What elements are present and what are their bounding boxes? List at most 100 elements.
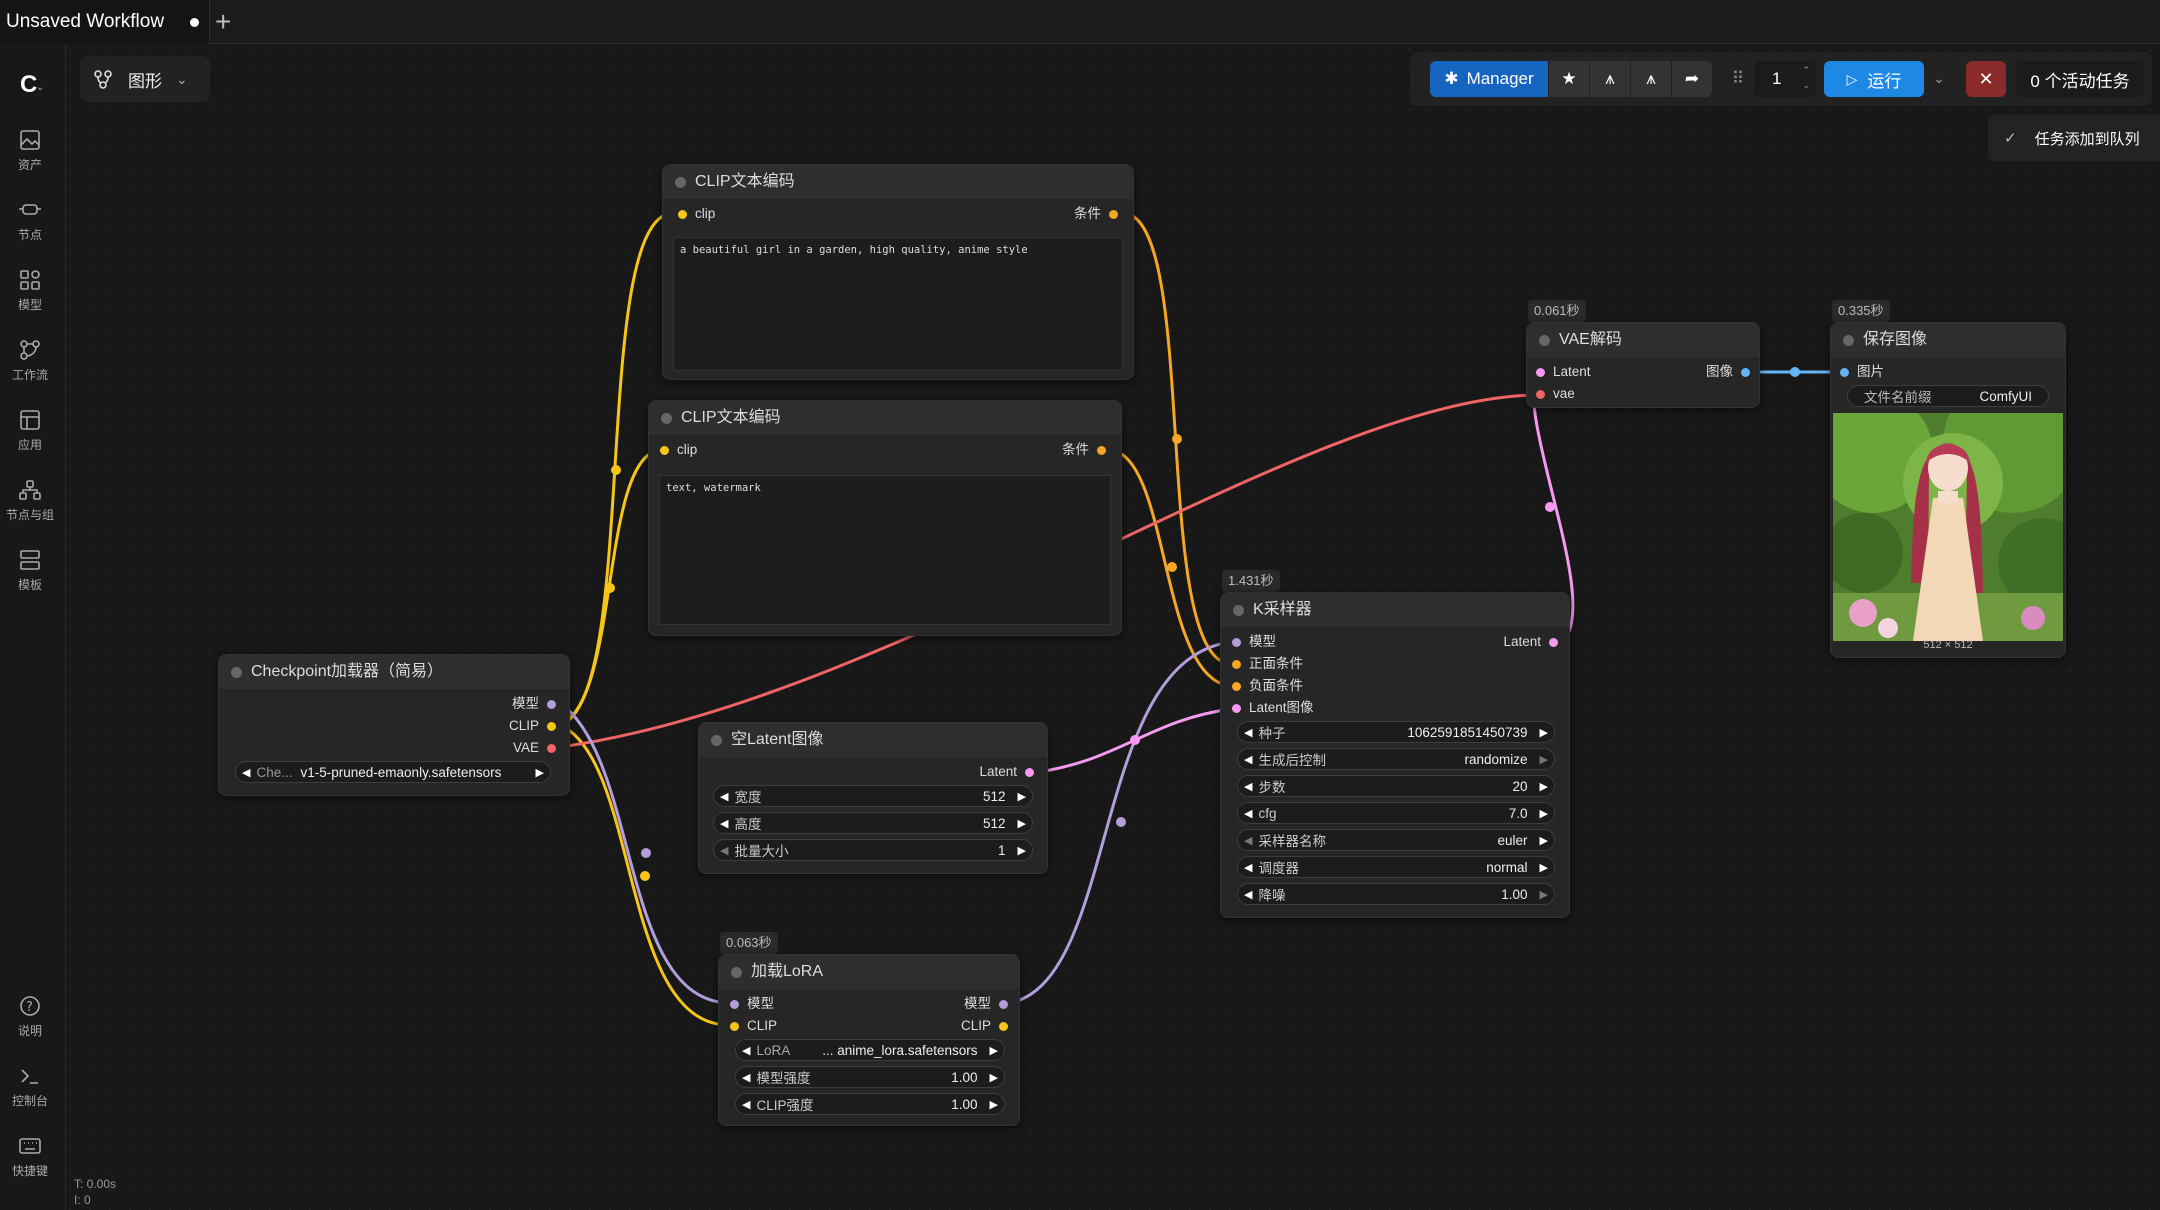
- graph-mode-button[interactable]: 图形 ⌄: [80, 56, 210, 102]
- keyboard-icon: [19, 1138, 41, 1154]
- cancel-button[interactable]: ✕: [1966, 61, 2006, 97]
- manager-label: Manager: [1466, 69, 1534, 88]
- input-vae[interactable]: vae: [1531, 385, 1575, 403]
- drag-handle[interactable]: ⠿: [1728, 61, 1748, 97]
- input-clip[interactable]: clip: [673, 205, 715, 223]
- node-load-lora[interactable]: 加载LoRA 模型 CLIP 模型 CLIP ◀LoRA... anime_lo…: [718, 954, 1020, 1126]
- sidebar: C⌄ 资产 节点 模型 工作流 应用 节点与组 模板 ? 说明 控制台 快捷键: [0, 44, 66, 1210]
- bridge-alt-icon: ⩚: [1646, 69, 1656, 88]
- active-tasks-label: 0 个活动任务: [2030, 71, 2130, 91]
- node-title[interactable]: 加载LoRA: [719, 955, 1019, 989]
- input-negative[interactable]: 负面条件: [1227, 677, 1303, 695]
- output-clip[interactable]: CLIP: [961, 1017, 1013, 1035]
- input-latent[interactable]: Latent图像: [1227, 699, 1314, 717]
- sidebar-item-nodes[interactable]: 节点: [0, 198, 60, 243]
- star-button[interactable]: ★: [1549, 61, 1589, 97]
- run-options-button[interactable]: ⌄: [1926, 61, 1952, 97]
- star-icon: ★: [1561, 69, 1577, 88]
- lora-timing: 0.063秒: [720, 932, 778, 954]
- toast-message: 任务添加到队列: [2034, 130, 2140, 148]
- sidebar-item-label: 节点: [17, 228, 42, 242]
- run-button[interactable]: ▷运行: [1824, 61, 1924, 97]
- input-images[interactable]: 图片: [1835, 363, 1884, 381]
- prompt-textarea[interactable]: a beautiful girl in a garden, high quali…: [673, 237, 1123, 371]
- sidebar-item-apps[interactable]: 应用: [0, 408, 60, 453]
- node-title[interactable]: VAE解码: [1527, 323, 1759, 357]
- manager-button[interactable]: ✱Manager: [1430, 61, 1548, 97]
- output-conditioning[interactable]: 条件: [1062, 441, 1111, 459]
- prompt-textarea[interactable]: text, watermark: [659, 475, 1111, 625]
- checkpoint-select[interactable]: ◀ Che... v1-5-pruned-emaonly.safetensors…: [235, 761, 551, 783]
- sidebar-item-models[interactable]: 模型: [0, 268, 60, 313]
- lora-name-select[interactable]: ◀LoRA... anime_lora.safetensors▶: [735, 1039, 1005, 1061]
- active-tasks-button[interactable]: 0 个活动任务: [2016, 61, 2144, 97]
- output-latent[interactable]: Latent: [1503, 633, 1563, 651]
- node-vae-decode[interactable]: VAE解码 Latent vae 图像: [1526, 322, 1760, 408]
- sidebar-item-help[interactable]: ? 说明: [0, 994, 60, 1039]
- node-checkpoint-loader[interactable]: Checkpoint加载器（简易） 模型 CLIP VAE ◀ Che... v…: [218, 654, 570, 796]
- output-conditioning[interactable]: 条件: [1074, 205, 1123, 223]
- image-icon: [20, 130, 40, 150]
- output-vae[interactable]: VAE: [513, 739, 561, 757]
- node-title[interactable]: CLIP文本编码: [649, 401, 1121, 435]
- node-title[interactable]: K采样器: [1221, 593, 1569, 627]
- workflow-tab[interactable]: Unsaved Workflow: [0, 0, 211, 44]
- output-image[interactable]: 图像: [1706, 363, 1755, 381]
- node-clip-text-encode-positive[interactable]: CLIP文本编码 clip 条件 a beautiful girl in a g…: [662, 164, 1134, 380]
- output-latent[interactable]: Latent: [979, 763, 1039, 781]
- sidebar-item-node-groups[interactable]: 节点与组: [0, 478, 60, 523]
- svg-text:?: ?: [26, 1000, 33, 1015]
- batch-count-input[interactable]: 1 ⌃⌄: [1754, 61, 1816, 97]
- node-title[interactable]: Checkpoint加载器（简易）: [219, 655, 569, 689]
- input-model[interactable]: 模型: [725, 995, 774, 1013]
- input-clip[interactable]: CLIP: [725, 1017, 777, 1035]
- vae-timing: 0.061秒: [1528, 300, 1586, 322]
- sidebar-item-console[interactable]: 控制台: [0, 1064, 60, 1109]
- help-icon: ?: [20, 996, 40, 1016]
- sidebar-item-templates[interactable]: 模板: [0, 548, 60, 593]
- output-clip[interactable]: CLIP: [509, 717, 561, 735]
- anime-girl-image: [1833, 413, 2063, 641]
- output-image-preview[interactable]: [1833, 413, 2063, 641]
- node-title[interactable]: 空Latent图像: [699, 723, 1047, 757]
- batch-count-value: 1: [1772, 69, 1782, 88]
- image-size-label: 512 × 512: [1923, 639, 1973, 651]
- node-title[interactable]: 保存图像: [1831, 323, 2065, 357]
- bridge-icon: ⩚: [1605, 69, 1615, 88]
- logo-menu[interactable]: C⌄: [0, 70, 60, 102]
- input-model[interactable]: 模型: [1227, 633, 1276, 651]
- new-tab-button[interactable]: +: [215, 6, 232, 37]
- play-icon: ▷: [1846, 70, 1858, 87]
- input-samples[interactable]: Latent: [1531, 363, 1591, 381]
- share-button[interactable]: ➦: [1672, 61, 1712, 97]
- output-model[interactable]: 模型: [512, 695, 561, 713]
- input-clip[interactable]: clip: [655, 441, 697, 459]
- node-title[interactable]: CLIP文本编码: [663, 165, 1133, 199]
- save-timing: 0.335秒: [1832, 300, 1890, 322]
- sidebar-item-shortcuts[interactable]: 快捷键: [0, 1134, 60, 1179]
- stepper-icon[interactable]: ⌃⌄: [1802, 65, 1810, 90]
- model-manager-button[interactable]: ⩚: [1590, 61, 1630, 97]
- sidebar-item-assets[interactable]: 资产: [0, 128, 60, 173]
- custom-nodes-button[interactable]: ⩚: [1631, 61, 1671, 97]
- input-positive[interactable]: 正面条件: [1227, 655, 1303, 673]
- output-model[interactable]: 模型: [964, 995, 1013, 1013]
- sidebar-item-workflows[interactable]: 工作流: [0, 338, 60, 383]
- node-clip-text-encode-negative[interactable]: CLIP文本编码 clip 条件 text, watermark: [648, 400, 1122, 636]
